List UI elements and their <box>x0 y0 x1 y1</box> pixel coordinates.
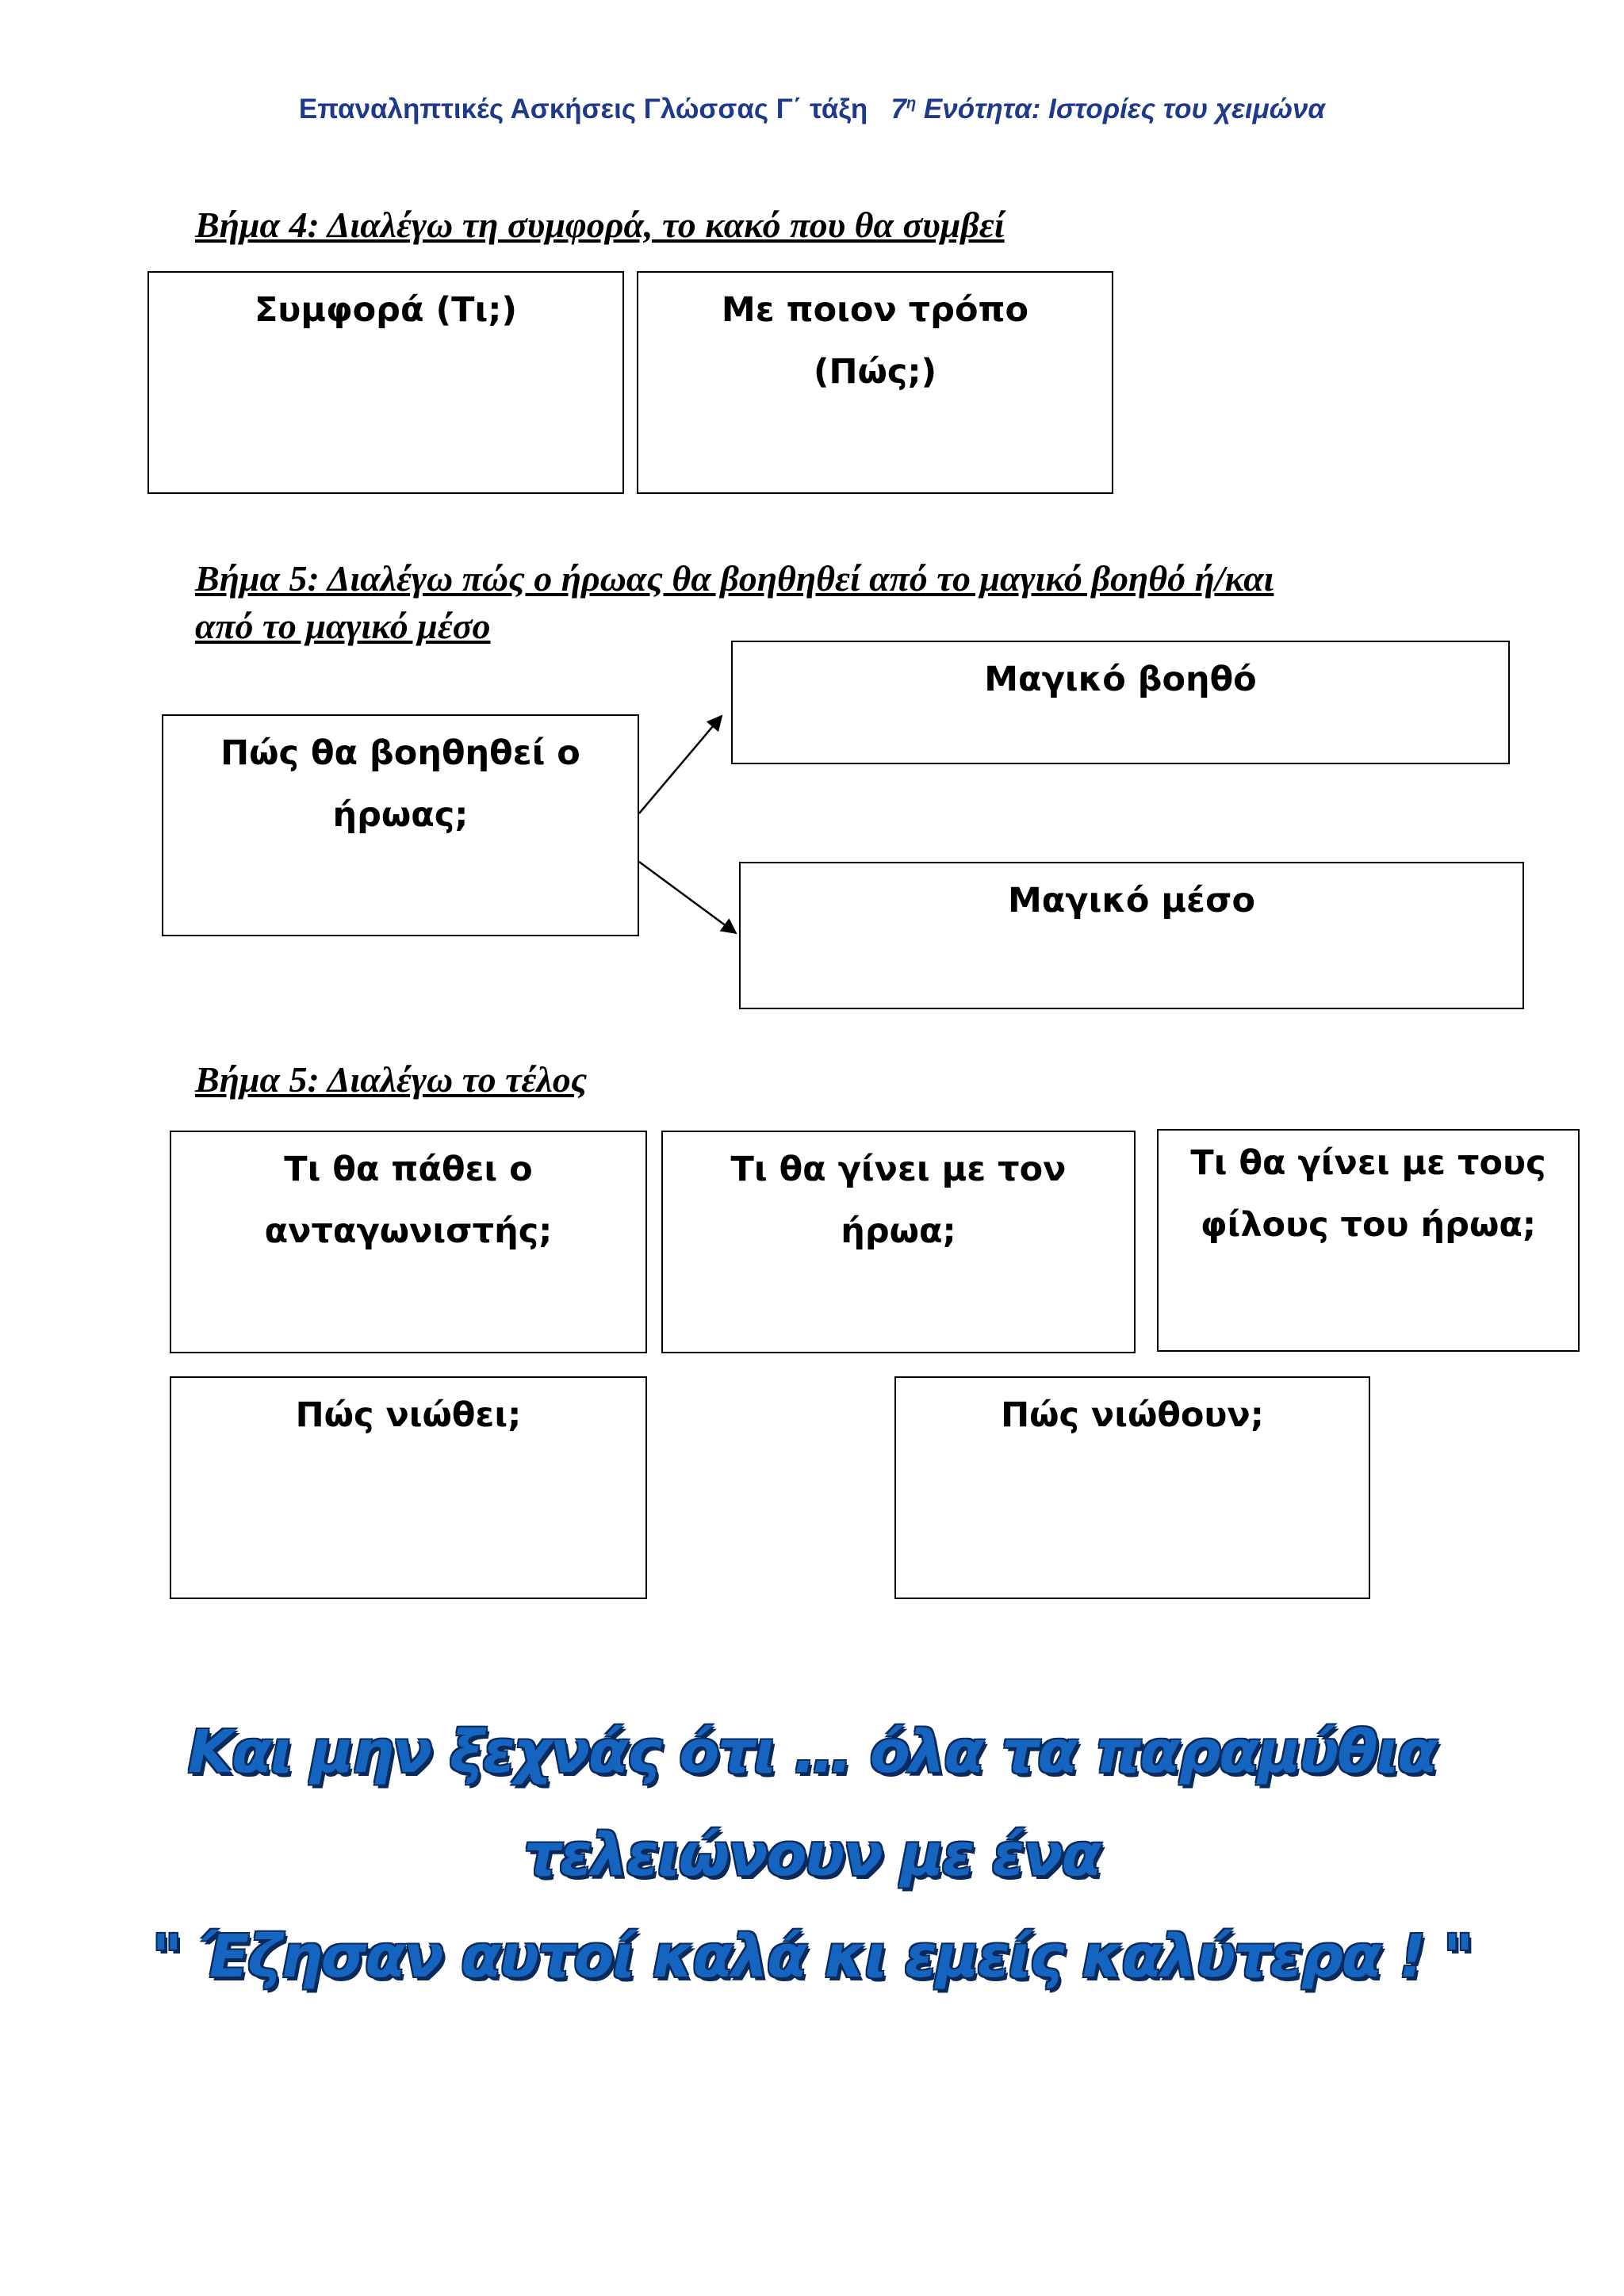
magic-means-box[interactable]: Μαγικό μέσο <box>739 862 1524 1009</box>
magic-helper-box[interactable]: Μαγικό βοηθό <box>731 641 1510 764</box>
how-hero-helped-label: Πώς θα βοηθηθεί ο ήρωας; <box>220 733 580 835</box>
antagonist-fate-box[interactable]: Τι θα πάθει ο ανταγωνιστής; <box>170 1131 647 1353</box>
step5-help-heading-line2: από το μαγικό μέσο <box>195 606 491 646</box>
header-right: Ενότητα: Ιστορίες του χειμώνα <box>923 94 1326 124</box>
page-header: Επαναληπτικές Ασκήσεις Γλώσσας Γ΄ τάξη 7… <box>0 94 1624 125</box>
arrow-to-magic-means <box>638 860 737 935</box>
friends-feel-box[interactable]: Πώς νιώθουν; <box>894 1376 1370 1599</box>
arrow-to-magic-helper <box>638 714 723 814</box>
step5-help-heading-line1: Βήμα 5: Διαλέγω πώς ο ήρωας θα βοηθηθεί … <box>195 558 1274 599</box>
friends-fate-box[interactable]: Τι θα γίνει με τους φίλους του ήρωα; <box>1157 1129 1580 1352</box>
misfortune-how-label: Με ποιον τρόπο (Πώς;) <box>721 290 1029 392</box>
magic-helper-label: Μαγικό βοηθό <box>984 660 1257 699</box>
hero-fate-label: Τι θα γίνει με τον ήρωα; <box>730 1150 1067 1251</box>
misfortune-how-box[interactable]: Με ποιον τρόπο (Πώς;) <box>637 271 1113 494</box>
hero-fate-box[interactable]: Τι θα γίνει με τον ήρωα; <box>661 1131 1136 1353</box>
step4-heading: Βήμα 4: Διαλέγω τη συμφορά, το κακό που … <box>195 205 1005 245</box>
misfortune-what-label: Συμφορά (Τι;) <box>254 290 518 330</box>
antagonist-fate-label: Τι θα πάθει ο ανταγωνιστής; <box>264 1150 553 1251</box>
header-unit-number: 7η <box>891 94 917 124</box>
misfortune-what-box[interactable]: Συμφορά (Τι;) <box>147 271 624 494</box>
friends-fate-label: Τι θα γίνει με τους φίλους του ήρωα; <box>1190 1143 1546 1245</box>
magic-means-label: Μαγικό μέσο <box>1007 881 1256 920</box>
header-left: Επαναληπτικές Ασκήσεις Γλώσσας Γ΄ τάξη <box>298 94 868 124</box>
closing-line3: " Έζησαν αυτοί καλά κι εμείς καλύτερα ! … <box>151 1923 1474 1991</box>
closing-line1: Και μην ξεχνάς ότι … όλα τα παραμύθια <box>187 1718 1438 1786</box>
closing-line2: τελειώνουν με ένα <box>523 1821 1102 1889</box>
hero-feels-label: Πώς νιώθει; <box>295 1395 522 1435</box>
step5-end-heading: Βήμα 5: Διαλέγω το τέλος <box>195 1059 588 1100</box>
hero-feels-box[interactable]: Πώς νιώθει; <box>170 1376 647 1599</box>
friends-feel-label: Πώς νιώθουν; <box>1001 1395 1264 1435</box>
how-hero-helped-box[interactable]: Πώς θα βοηθηθεί ο ήρωας; <box>162 714 639 936</box>
